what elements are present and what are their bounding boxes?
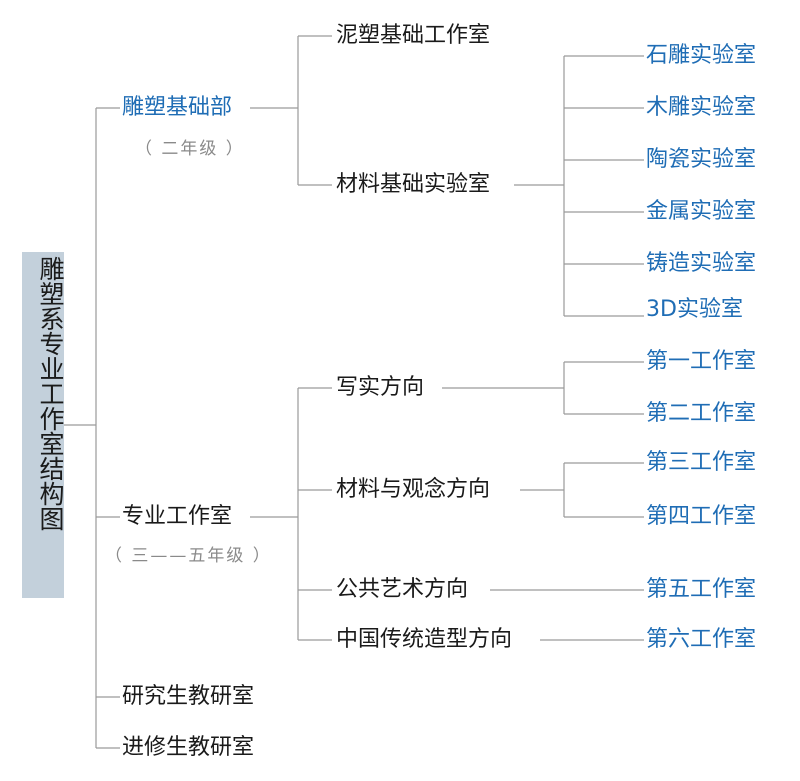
node-material-concept: 材料与观念方向 [336,477,491,502]
node-sculpture-basics: 雕塑基础部 [122,95,233,120]
node-training-office: 进修生教研室 [122,735,255,760]
node-professional-studios: 专业工作室 [122,504,233,529]
root-box [22,252,64,598]
node-realism: 写实方向 [336,375,425,400]
lab-item: 木雕实验室 [646,95,757,120]
studio-item: 第四工作室 [646,504,757,529]
note-years-three-five: （ 三——五年级 ） [105,546,272,566]
note-year-two: （ 二年级 ） [135,139,245,159]
lab-item: 金属实验室 [646,199,757,224]
studio-item: 第三工作室 [646,450,757,475]
lab-item: 陶瓷实验室 [646,147,757,172]
lab-item: 铸造实验室 [646,251,757,276]
node-traditional: 中国传统造型方向 [336,627,513,652]
node-public-art: 公共艺术方向 [336,577,469,602]
node-material-lab: 材料基础实验室 [336,172,491,197]
studio-item: 第二工作室 [646,401,757,426]
studio-item: 第一工作室 [646,349,757,374]
studio-item: 第五工作室 [646,577,757,602]
lab-item: 石雕实验室 [646,43,757,68]
root-title: 雕塑系专业工作室结构图 [36,256,65,531]
studio-item: 第六工作室 [646,627,757,652]
node-clay-studio: 泥塑基础工作室 [336,23,491,48]
lab-item: 3D实验室 [646,297,743,322]
node-grad-office: 研究生教研室 [122,684,255,709]
